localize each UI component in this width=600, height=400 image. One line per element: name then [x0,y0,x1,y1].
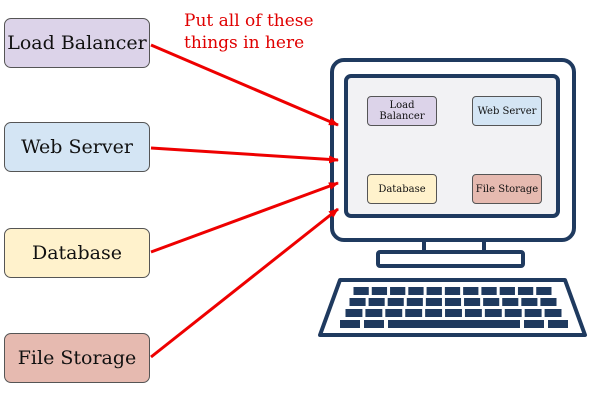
arrow-web-server [150,146,339,164]
arrow-file-storage [150,207,339,359]
keyboard-key [484,309,502,317]
keyboard-key [345,309,363,317]
keyboard-key [364,320,384,328]
mini-load-balancer-box: Load Balancer [367,96,437,126]
monitor-stand [376,250,525,268]
keyboard-key [385,309,403,317]
keyboard-key [445,309,462,317]
keyboard-key [368,298,385,306]
arrow-database [150,181,339,254]
keyboard-key [464,309,482,317]
keyboard-key [365,309,383,317]
keyboard-key [504,309,522,317]
database-box: Database [4,228,150,278]
keyboard-key [464,298,481,306]
load-balancer-box: Load Balancer [4,18,150,68]
keyboard-key [524,309,542,317]
mini-database-box: Database [367,174,437,204]
keyboard-key [481,287,497,295]
keyboard-key [548,320,568,328]
keyboard-key [425,309,443,317]
keyboard-key [444,287,461,295]
keyboard-key [536,287,552,295]
web-server-box: Web Server [4,122,150,172]
keyboard-key [521,298,538,306]
keyboard-key [502,298,519,306]
keyboard-key [524,320,544,328]
keyboard-key [444,298,462,306]
keyboard-key [540,298,557,306]
keyboard-key [405,309,423,317]
keyboard-key [544,309,562,317]
keyboard-key [390,287,406,295]
file-storage-box: File Storage [4,333,150,383]
keyboard-key [483,298,500,306]
keyboard-key [425,298,442,306]
arrow-load-balancer [150,43,339,127]
keyboard-key [463,287,479,295]
keyboard-key [353,287,369,295]
keyboard-key [406,298,423,306]
keyboard-key [408,287,424,295]
mini-file-storage-box: File Storage [472,174,542,204]
keyboard-key [426,287,442,295]
keyboard-key [387,298,404,306]
mini-web-server-box: Web Server [472,96,542,126]
keyboard-spacebar [388,320,520,328]
keyboard-key [340,320,360,328]
keyboard-key [499,287,515,295]
keyboard-key [517,287,534,295]
keyboard-key [349,298,366,306]
keyboard-keys [340,287,568,328]
arrows [150,43,339,359]
annotation-text: Put all of these things in here [184,11,314,53]
keyboard-key [371,287,388,295]
